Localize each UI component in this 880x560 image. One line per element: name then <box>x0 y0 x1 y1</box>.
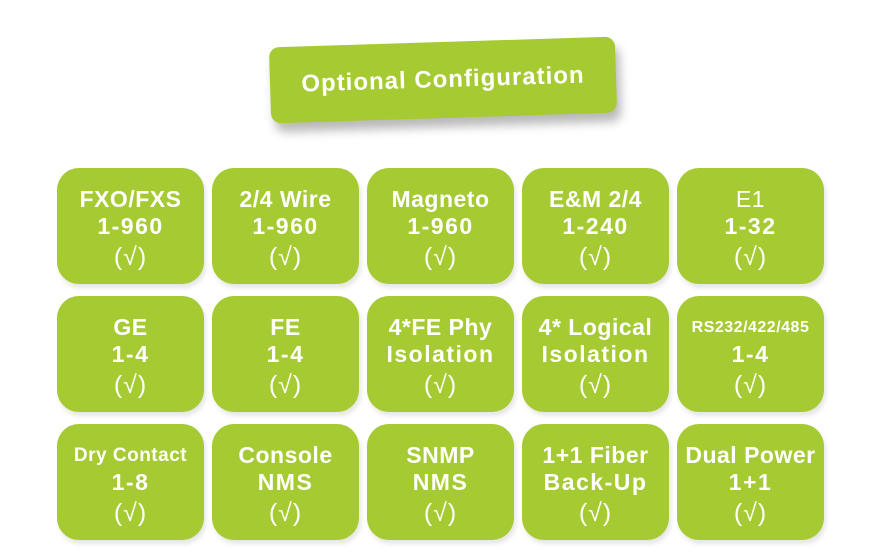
title-banner-label: Optional Configuration <box>300 61 585 98</box>
check-mark: (√) <box>733 242 768 271</box>
check-mark: (√) <box>578 242 613 271</box>
config-box-title: Dual Power <box>685 441 816 468</box>
check-mark: (√) <box>733 498 768 527</box>
config-box-range: 1-960 <box>252 212 319 239</box>
title-banner: Optional Configuration <box>268 36 618 124</box>
config-box-title: E1 <box>735 185 766 212</box>
config-box-range: Isolation <box>541 340 650 367</box>
config-box-range: 1-4 <box>266 340 305 367</box>
config-box-range: Isolation <box>386 340 495 367</box>
config-box-title: FE <box>270 313 301 340</box>
config-box-range: Back-Up <box>543 468 648 495</box>
check-mark: (√) <box>423 370 458 399</box>
config-box-title: Dry Contact <box>73 444 188 466</box>
check-mark: (√) <box>578 498 613 527</box>
config-box-title: GE <box>113 313 148 340</box>
check-mark: (√) <box>268 242 303 271</box>
check-mark: (√) <box>268 498 303 527</box>
config-box-title: Magneto <box>391 185 490 212</box>
config-box-range: NMS <box>257 468 314 495</box>
config-box-range: 1-240 <box>562 212 629 239</box>
config-box-title: Console <box>238 441 333 468</box>
config-box-range: 1-4 <box>731 340 770 367</box>
config-box-title: RS232/422/485 <box>691 318 810 336</box>
config-box-range: 1-8 <box>111 468 150 495</box>
config-box-title: FXO/FXS <box>79 185 182 212</box>
check-mark: (√) <box>423 242 458 271</box>
check-mark: (√) <box>733 370 768 399</box>
config-box-range: 1+1 <box>728 468 773 495</box>
check-mark: (√) <box>578 370 613 399</box>
config-box-title: E&M 2/4 <box>549 185 642 212</box>
check-mark: (√) <box>113 370 148 399</box>
config-box-title: 1+1 Fiber <box>542 441 649 468</box>
config-box-title: 4* Logical <box>538 313 653 340</box>
check-mark: (√) <box>268 370 303 399</box>
config-box-title: SNMP <box>406 441 475 468</box>
check-mark: (√) <box>113 498 148 527</box>
check-mark: (√) <box>113 242 148 271</box>
config-box-title: 2/4 Wire <box>239 185 332 212</box>
config-box-rs232-422-485: RS232/422/485 1-4 (√) <box>677 296 824 412</box>
config-box-range: 1-960 <box>97 212 164 239</box>
check-mark: (√) <box>423 498 458 527</box>
config-box-range: 1-960 <box>407 212 474 239</box>
config-box-range: 1-4 <box>111 340 150 367</box>
config-box-range: NMS <box>412 468 469 495</box>
config-box-title: 4*FE Phy <box>388 313 493 340</box>
config-box-range: 1-32 <box>724 212 777 239</box>
